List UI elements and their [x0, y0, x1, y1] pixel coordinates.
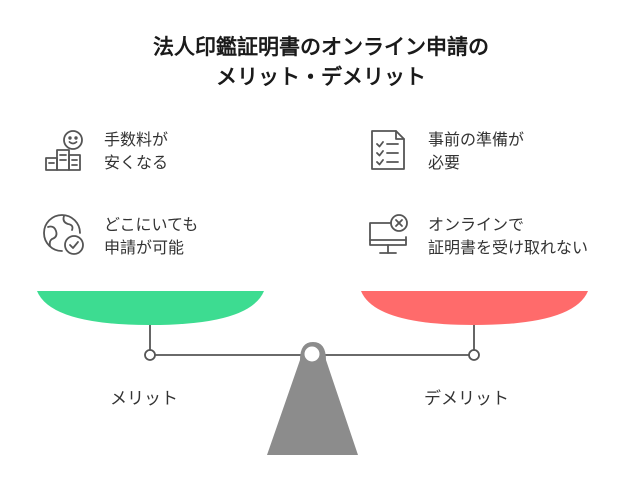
demerit-text-receive: オンラインで 証明書を受け取れない [428, 215, 589, 257]
stand-top-pivot [304, 346, 320, 362]
merit-item-anywhere: どこにいても 申請が可能 [42, 213, 198, 259]
merit-item-fees: 手数料が 安くなる [42, 128, 168, 174]
title-line-1: 法人印鑑証明書のオンライン申請の [153, 35, 489, 59]
merit-pivot [144, 349, 156, 361]
demerit-pivot [468, 349, 480, 361]
demerit-item-receive: オンラインで 証明書を受け取れない [366, 213, 588, 259]
merit-pan [37, 291, 264, 325]
happy-building-icon [45, 130, 83, 171]
merit-text-fees: 手数料が 安くなる [104, 130, 169, 172]
merit-text-anywhere: どこにいても 申請が可能 [104, 215, 199, 257]
merit-label: メリット [110, 389, 178, 409]
demerit-text-preparation: 事前の準備が 必要 [428, 130, 525, 172]
title-line-2: メリット・デメリット [216, 65, 426, 89]
monitor-x-icon [369, 214, 408, 254]
demerit-pan [361, 291, 588, 325]
diagram-title: 法人印鑑証明書のオンライン申請の メリット・デメリット [0, 32, 642, 92]
demerit-label: デメリット [424, 389, 509, 409]
demerit-item-preparation: 事前の準備が 必要 [366, 128, 524, 174]
scale-stand [267, 342, 358, 455]
checklist-icon [371, 130, 405, 170]
globe-check-icon [43, 214, 84, 255]
